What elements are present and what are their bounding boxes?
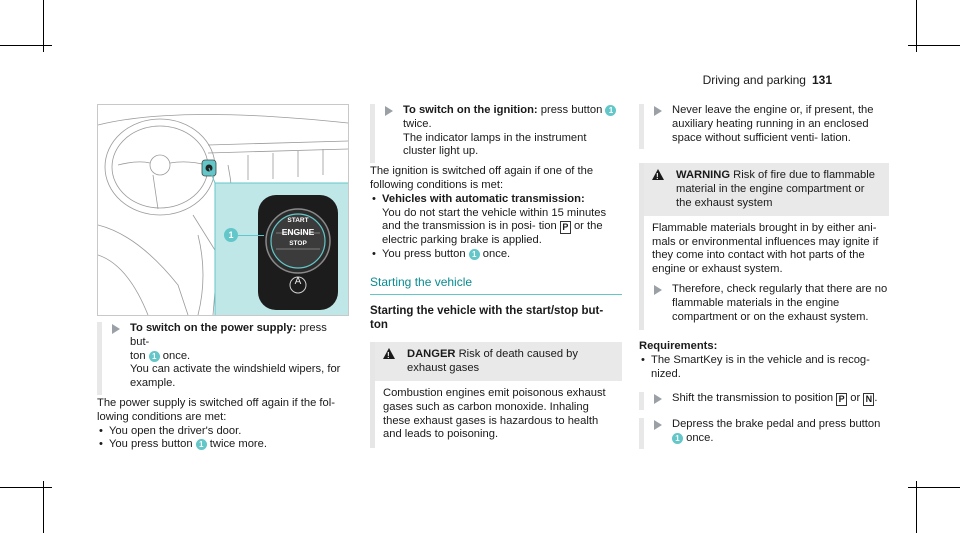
step-arrow-icon <box>112 324 120 334</box>
requirements: Requirements: The SmartKey is in the veh… <box>639 340 889 381</box>
crop-mark <box>908 45 960 46</box>
warning-header: WARNING Risk of fire due to flammable ma… <box>644 163 889 216</box>
list-item-text: or the electric parking brake is applied… <box>382 220 603 247</box>
list-item-text: You press button <box>382 248 469 261</box>
callout-number-icon: 1 <box>605 105 617 116</box>
list-item-text: once. <box>479 248 511 261</box>
step-text: or <box>847 391 864 404</box>
step-text: Never leave the engine or, if present, t… <box>672 104 874 144</box>
power-supply-step: To switch on the power supply: press but… <box>97 322 347 395</box>
step-text: Shift the transmission to position <box>672 391 837 404</box>
danger-label: DANGER <box>407 348 456 361</box>
brake-step: Depress the brake pedal and press button… <box>639 417 889 450</box>
list-item: You press button 1 twice more. <box>97 438 347 452</box>
step-text: Depress the brake pedal and press button <box>672 417 881 430</box>
danger-box: DANGER Risk of death caused by exhaust g… <box>370 342 622 449</box>
danger-body: Combustion engines emit poisonous exhaus… <box>383 386 606 441</box>
button-label-stop: STOP <box>289 240 307 247</box>
column-1: To switch on the power supply: press but… <box>97 322 347 452</box>
list-item-text: twice more. <box>206 438 267 451</box>
step-text: ton <box>130 349 149 362</box>
list-item: You open the driver's door. <box>97 425 347 439</box>
crop-mark <box>43 481 44 533</box>
warning-box: WARNING Risk of fire due to flammable ma… <box>639 163 889 331</box>
list-item-text: You press button <box>109 438 196 451</box>
warning-title: Risk of fire due to flammable material i… <box>676 169 875 209</box>
column-2: To switch on the ignition: press button … <box>370 104 622 449</box>
step-arrow-icon <box>654 284 662 295</box>
ignition-step: To switch on the ignition: press button … <box>370 104 622 164</box>
crop-mark <box>916 0 917 52</box>
warning-triangle-icon <box>652 169 664 184</box>
step-note: You can activate the windshield wipers, … <box>130 363 341 390</box>
page-number: 131 <box>811 73 832 87</box>
list-item: You press button 1 once. <box>370 248 622 262</box>
step-arrow-icon <box>654 106 662 116</box>
gear-p-icon: P <box>836 392 848 406</box>
bullet-list: You open the driver's door. You press bu… <box>97 425 347 453</box>
step-note: The indicator lamps in the instrument cl… <box>403 131 587 158</box>
button-label-start: START <box>287 217 309 224</box>
paragraph: The ignition is switched off again if on… <box>370 165 594 191</box>
danger-title: Risk of death caused by exhaust gases <box>407 348 578 375</box>
gear-n-icon: N <box>863 392 875 406</box>
callout-line <box>238 235 264 236</box>
paragraph: The power supply is switched off again i… <box>97 396 335 423</box>
crop-mark <box>0 487 52 488</box>
step-title: To switch on the ignition: <box>403 104 538 116</box>
list-item-title: Vehicles with automatic transmission: <box>382 192 585 205</box>
step-text: twice. <box>403 117 432 130</box>
crop-mark <box>916 481 917 533</box>
step-title: To switch on the power supply: <box>130 322 297 334</box>
callout-number-icon: 1 <box>148 350 160 362</box>
step-text: . <box>874 391 878 404</box>
step-arrow-icon <box>654 393 662 404</box>
warning-triangle-icon <box>383 348 395 363</box>
step-text: once. <box>159 349 191 362</box>
step-text: press but- <box>130 322 327 348</box>
danger-header: DANGER Risk of death caused by exhaust g… <box>375 342 622 381</box>
callout-number-icon: 1 <box>672 432 683 444</box>
step-text: press button <box>537 104 606 116</box>
button-label-engine: ENGINE <box>281 227 315 237</box>
requirements-title: Requirements: <box>639 340 718 353</box>
callout-badge: 1 <box>224 228 238 242</box>
list-item-text: You do not start the vehicle within 15 m… <box>382 206 607 233</box>
auto-start-stop-symbol: A <box>294 276 302 287</box>
bullet-list: Vehicles with automatic transmission: Yo… <box>370 193 622 262</box>
warning-body: Flammable materials brought in by either… <box>652 221 879 276</box>
callout-number-icon: 1 <box>468 249 480 261</box>
column-3: Never leave the engine or, if present, t… <box>639 104 889 450</box>
shift-step: Shift the transmission to position P or … <box>639 391 889 410</box>
bullet-list: The SmartKey is in the vehicle and is re… <box>639 354 889 382</box>
step-arrow-icon <box>385 106 393 116</box>
crop-mark <box>43 0 44 52</box>
ventilation-step: Never leave the engine or, if present, t… <box>639 104 889 150</box>
start-button-illustration: START ENGINE STOP A 1 <box>97 104 349 316</box>
crop-mark <box>0 45 52 46</box>
gear-p-icon: P <box>559 221 571 235</box>
step-arrow-icon <box>654 419 662 430</box>
page-header: Driving and parking 131 <box>703 73 832 87</box>
step-text: once. <box>683 431 714 444</box>
dashboard-drawing <box>98 114 348 315</box>
section-heading: Starting the vehicle <box>370 275 622 295</box>
warning-step: Therefore, check regularly that there ar… <box>672 282 888 323</box>
subheading: Starting the vehicle with the start/stop… <box>370 304 604 331</box>
section-name: Driving and parking <box>702 73 806 87</box>
list-item: The SmartKey is in the vehicle and is re… <box>639 354 889 382</box>
crop-mark <box>908 487 960 488</box>
list-item: Vehicles with automatic transmission: Yo… <box>370 193 622 248</box>
warning-label: WARNING <box>676 169 731 182</box>
callout-number-icon: 1 <box>195 439 207 451</box>
